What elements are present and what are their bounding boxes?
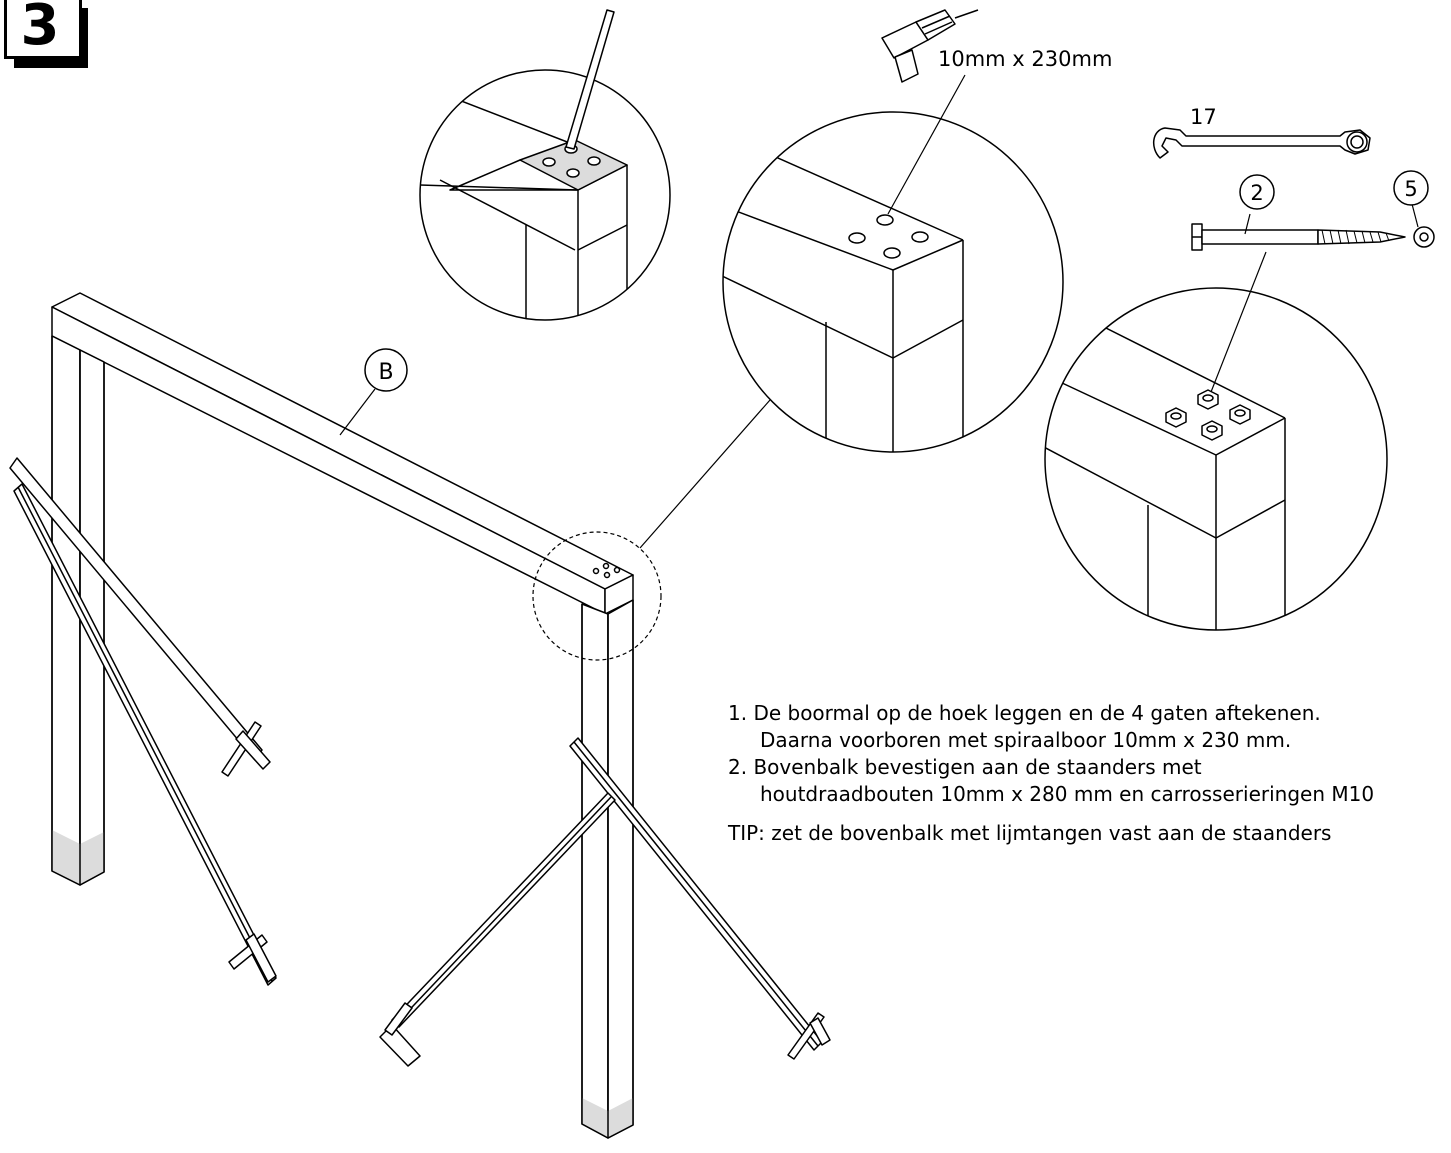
washer-icon (1411, 203, 1435, 248)
bolt-icon (1191, 213, 1406, 251)
bolt-ref-label: 2 (1250, 181, 1263, 205)
instruction-1-line-2: Daarna voorboren met spiraalboor 10mm x … (760, 728, 1292, 752)
detail-drill-template (419, 9, 671, 321)
right-post (581, 599, 634, 1139)
step-number: 3 (20, 0, 60, 58)
detail-leader-line (639, 399, 771, 549)
washer-ref-label: 5 (1404, 177, 1417, 201)
step-badge-box (4, 0, 82, 59)
drill-icon (881, 9, 979, 83)
top-beam-b (51, 292, 634, 615)
bolt-heads (1165, 389, 1251, 441)
tip-text: TIP: zet de bovenbalk met lijmtangen vas… (728, 821, 1332, 845)
part-b-label: B (378, 360, 393, 385)
wrench-size-label: 17 (1190, 105, 1217, 129)
instructions-block: 1. De boormal op de hoek leggen en de 4 … (728, 700, 1374, 847)
instruction-2-line-2: houtdraadbouten 10mm x 280 mm en carross… (760, 782, 1375, 806)
instruction-1-line-1: 1. De boormal op de hoek leggen en de 4 … (728, 701, 1321, 725)
drill-size-label: 10mm x 230mm (938, 47, 1112, 71)
detail-drilled-holes (722, 74, 1064, 453)
bolt-ref-circle (1239, 174, 1275, 210)
left-brace-2 (13, 483, 277, 986)
part-b-callout (339, 348, 408, 436)
washer-ref-circle (1393, 170, 1429, 206)
detail-bolted (1044, 251, 1388, 631)
instruction-2-line-1: 2. Bovenbalk bevestigen aan de staanders… (728, 755, 1202, 779)
left-brace-1 (9, 457, 271, 777)
beam-end-holes (592, 562, 621, 579)
wrench-icon (1153, 127, 1371, 159)
detail-marker-circle (532, 531, 662, 661)
left-post (51, 335, 105, 886)
step-badge: 3 (0, 0, 88, 68)
right-brace-1 (569, 737, 831, 1060)
right-brace-2 (379, 792, 616, 1067)
